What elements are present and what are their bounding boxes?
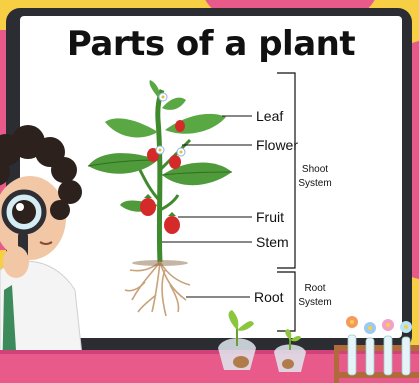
fruit-icon — [164, 212, 180, 234]
label-flower: Flower — [256, 137, 298, 153]
root-system-line1: Root — [285, 282, 345, 295]
fruit-icon — [140, 194, 156, 216]
plant-stem — [158, 90, 162, 262]
flower-icon — [177, 148, 185, 156]
fruit-icon — [175, 120, 185, 132]
label-leaf: Leaf — [256, 108, 283, 124]
root-system-line2: System — [285, 296, 345, 309]
flower-icon — [159, 93, 167, 101]
label-fruit: Fruit — [256, 209, 284, 225]
label-stem: Stem — [256, 234, 289, 250]
root-icon — [125, 262, 190, 316]
label-root: Root — [254, 289, 284, 305]
shoot-system-line1: Shoot — [285, 163, 345, 176]
leaf-icon — [105, 118, 158, 137]
leaf-icon — [165, 114, 226, 134]
shoot-system-line2: System — [285, 177, 345, 190]
flower-icon — [156, 146, 164, 154]
fruit-icon — [169, 155, 181, 169]
